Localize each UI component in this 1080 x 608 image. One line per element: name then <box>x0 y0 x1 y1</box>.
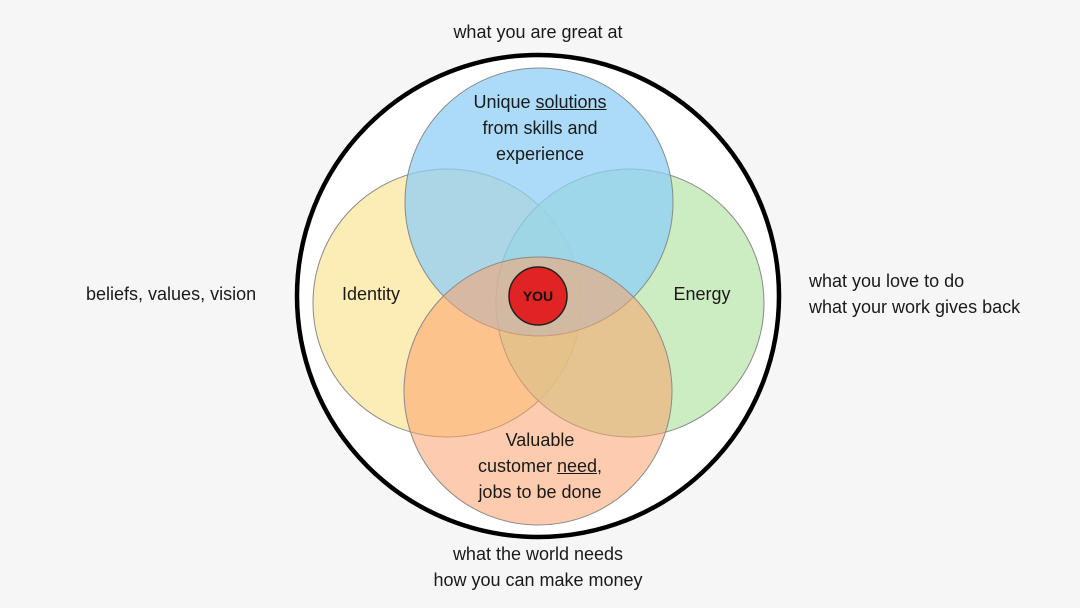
you-label: YOU <box>522 288 554 304</box>
beliefs-label: beliefs, values, vision <box>86 284 257 304</box>
make-money-line: how you can make money <box>433 570 643 590</box>
need-underlined: need <box>556 456 598 476</box>
need-suffix: , <box>597 456 603 476</box>
love-to-do-label: what you love to do what your work gives… <box>809 268 1020 320</box>
great-at-label: what you are great at <box>453 22 623 42</box>
solutions-label: Unique solutions from skills and experie… <box>440 89 640 167</box>
love-to-do-line: what you love to do <box>809 271 965 291</box>
need-prefix: customer <box>477 456 557 476</box>
you-center-circle <box>508 266 568 326</box>
solutions-underlined: solutions <box>535 92 607 112</box>
need-label: Valuable customer need, jobs to be done <box>440 427 640 505</box>
need-line-2: customer need, <box>440 453 640 479</box>
need-line-3: jobs to be done <box>478 482 602 502</box>
need-circle <box>403 256 673 526</box>
solutions-line-2: from skills and <box>482 118 598 138</box>
solutions-line-1: Unique solutions <box>440 89 640 115</box>
need-line-1: Valuable <box>505 430 575 450</box>
identity-label: Identity <box>341 284 401 304</box>
world-needs-label: what the world needs how you can make mo… <box>0 541 1076 593</box>
work-gives-back-line: what your work gives back <box>809 297 1021 317</box>
solutions-line-3: experience <box>495 144 585 164</box>
energy-label: Energy <box>673 284 731 304</box>
solutions-prefix: Unique <box>473 92 536 112</box>
world-needs-line: what the world needs <box>452 544 624 564</box>
